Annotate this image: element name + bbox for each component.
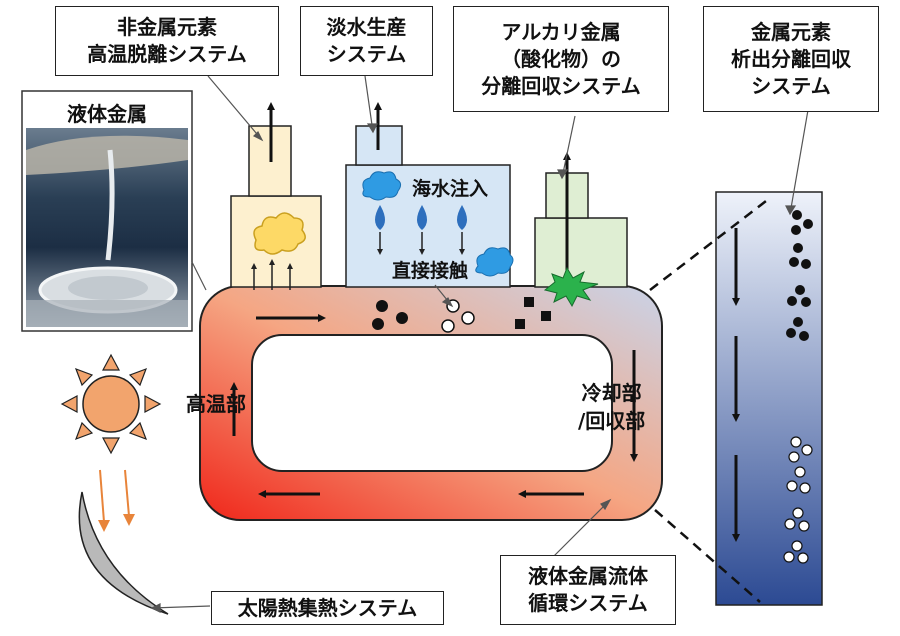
alkali-recovery-unit bbox=[534, 152, 628, 308]
label-nonmetal-desorption: 非金属元素 高温脱離システム bbox=[55, 6, 279, 76]
label-line: 高温脱離システム bbox=[87, 42, 247, 66]
solar-collector-icon bbox=[78, 491, 169, 615]
label-line: 循環システム bbox=[528, 591, 648, 615]
photo-title: 液体金属 bbox=[67, 102, 147, 126]
liquid-metal-photo bbox=[21, 90, 193, 332]
label-liquid-metal-loop: 液体金属流体 循環システム bbox=[500, 555, 676, 625]
particles bbox=[372, 297, 551, 333]
reaction-spark-icon bbox=[543, 266, 599, 308]
freshwater-unit bbox=[345, 102, 514, 288]
label-line: 冷却部 bbox=[581, 381, 642, 405]
label-line: システム bbox=[326, 42, 407, 66]
liquid-metal-loop bbox=[199, 285, 663, 521]
label-line: アルカリ金属 bbox=[501, 19, 621, 44]
cloud-yellow-icon bbox=[253, 212, 306, 255]
label-line: （酸化物）の bbox=[501, 46, 621, 71]
label-line: 太陽熱集熱システム bbox=[237, 595, 418, 620]
label-line: 析出分離回収 bbox=[731, 46, 851, 71]
label-metal-precipitation: 金属元素 析出分離回収 システム bbox=[703, 6, 879, 112]
cloud-blue-icon bbox=[362, 171, 402, 201]
label-line: 淡水生産 bbox=[326, 15, 407, 39]
label-alkali-recovery: アルカリ金属 （酸化物）の 分離回収システム bbox=[453, 6, 669, 112]
label-cooling-section: 冷却部 /回収部 bbox=[578, 379, 645, 435]
label-line: /回収部 bbox=[578, 409, 646, 433]
label-line: システム bbox=[751, 73, 831, 98]
label-high-temp-section: 高温部 bbox=[186, 392, 246, 416]
leader-lines bbox=[150, 75, 809, 613]
nonmetal-desorption-unit bbox=[230, 102, 322, 290]
zoom-lines bbox=[649, 197, 771, 603]
label-solar-heat-collection: 太陽熱集熱システム bbox=[211, 591, 444, 625]
water-drop-icon bbox=[417, 205, 427, 255]
label-line: 分離回収システム bbox=[481, 73, 641, 98]
label-seawater-injection: 海水注入 bbox=[412, 178, 489, 200]
precipitation-column bbox=[715, 191, 823, 606]
label-freshwater-production: 淡水生産 システム bbox=[300, 6, 433, 76]
loop-flow-arrows bbox=[230, 314, 638, 498]
label-line: 金属元素 bbox=[751, 19, 831, 44]
label-line: 液体金属流体 bbox=[528, 564, 648, 588]
label-line: 非金属元素 bbox=[117, 15, 217, 39]
label-direct-contact: 直接接触 bbox=[392, 260, 469, 282]
water-drop-icon bbox=[375, 205, 385, 255]
sunlight-arrows bbox=[98, 469, 135, 532]
cloud-blue-icon bbox=[475, 247, 514, 277]
water-drop-icon bbox=[457, 205, 467, 255]
sun-icon bbox=[60, 353, 162, 455]
